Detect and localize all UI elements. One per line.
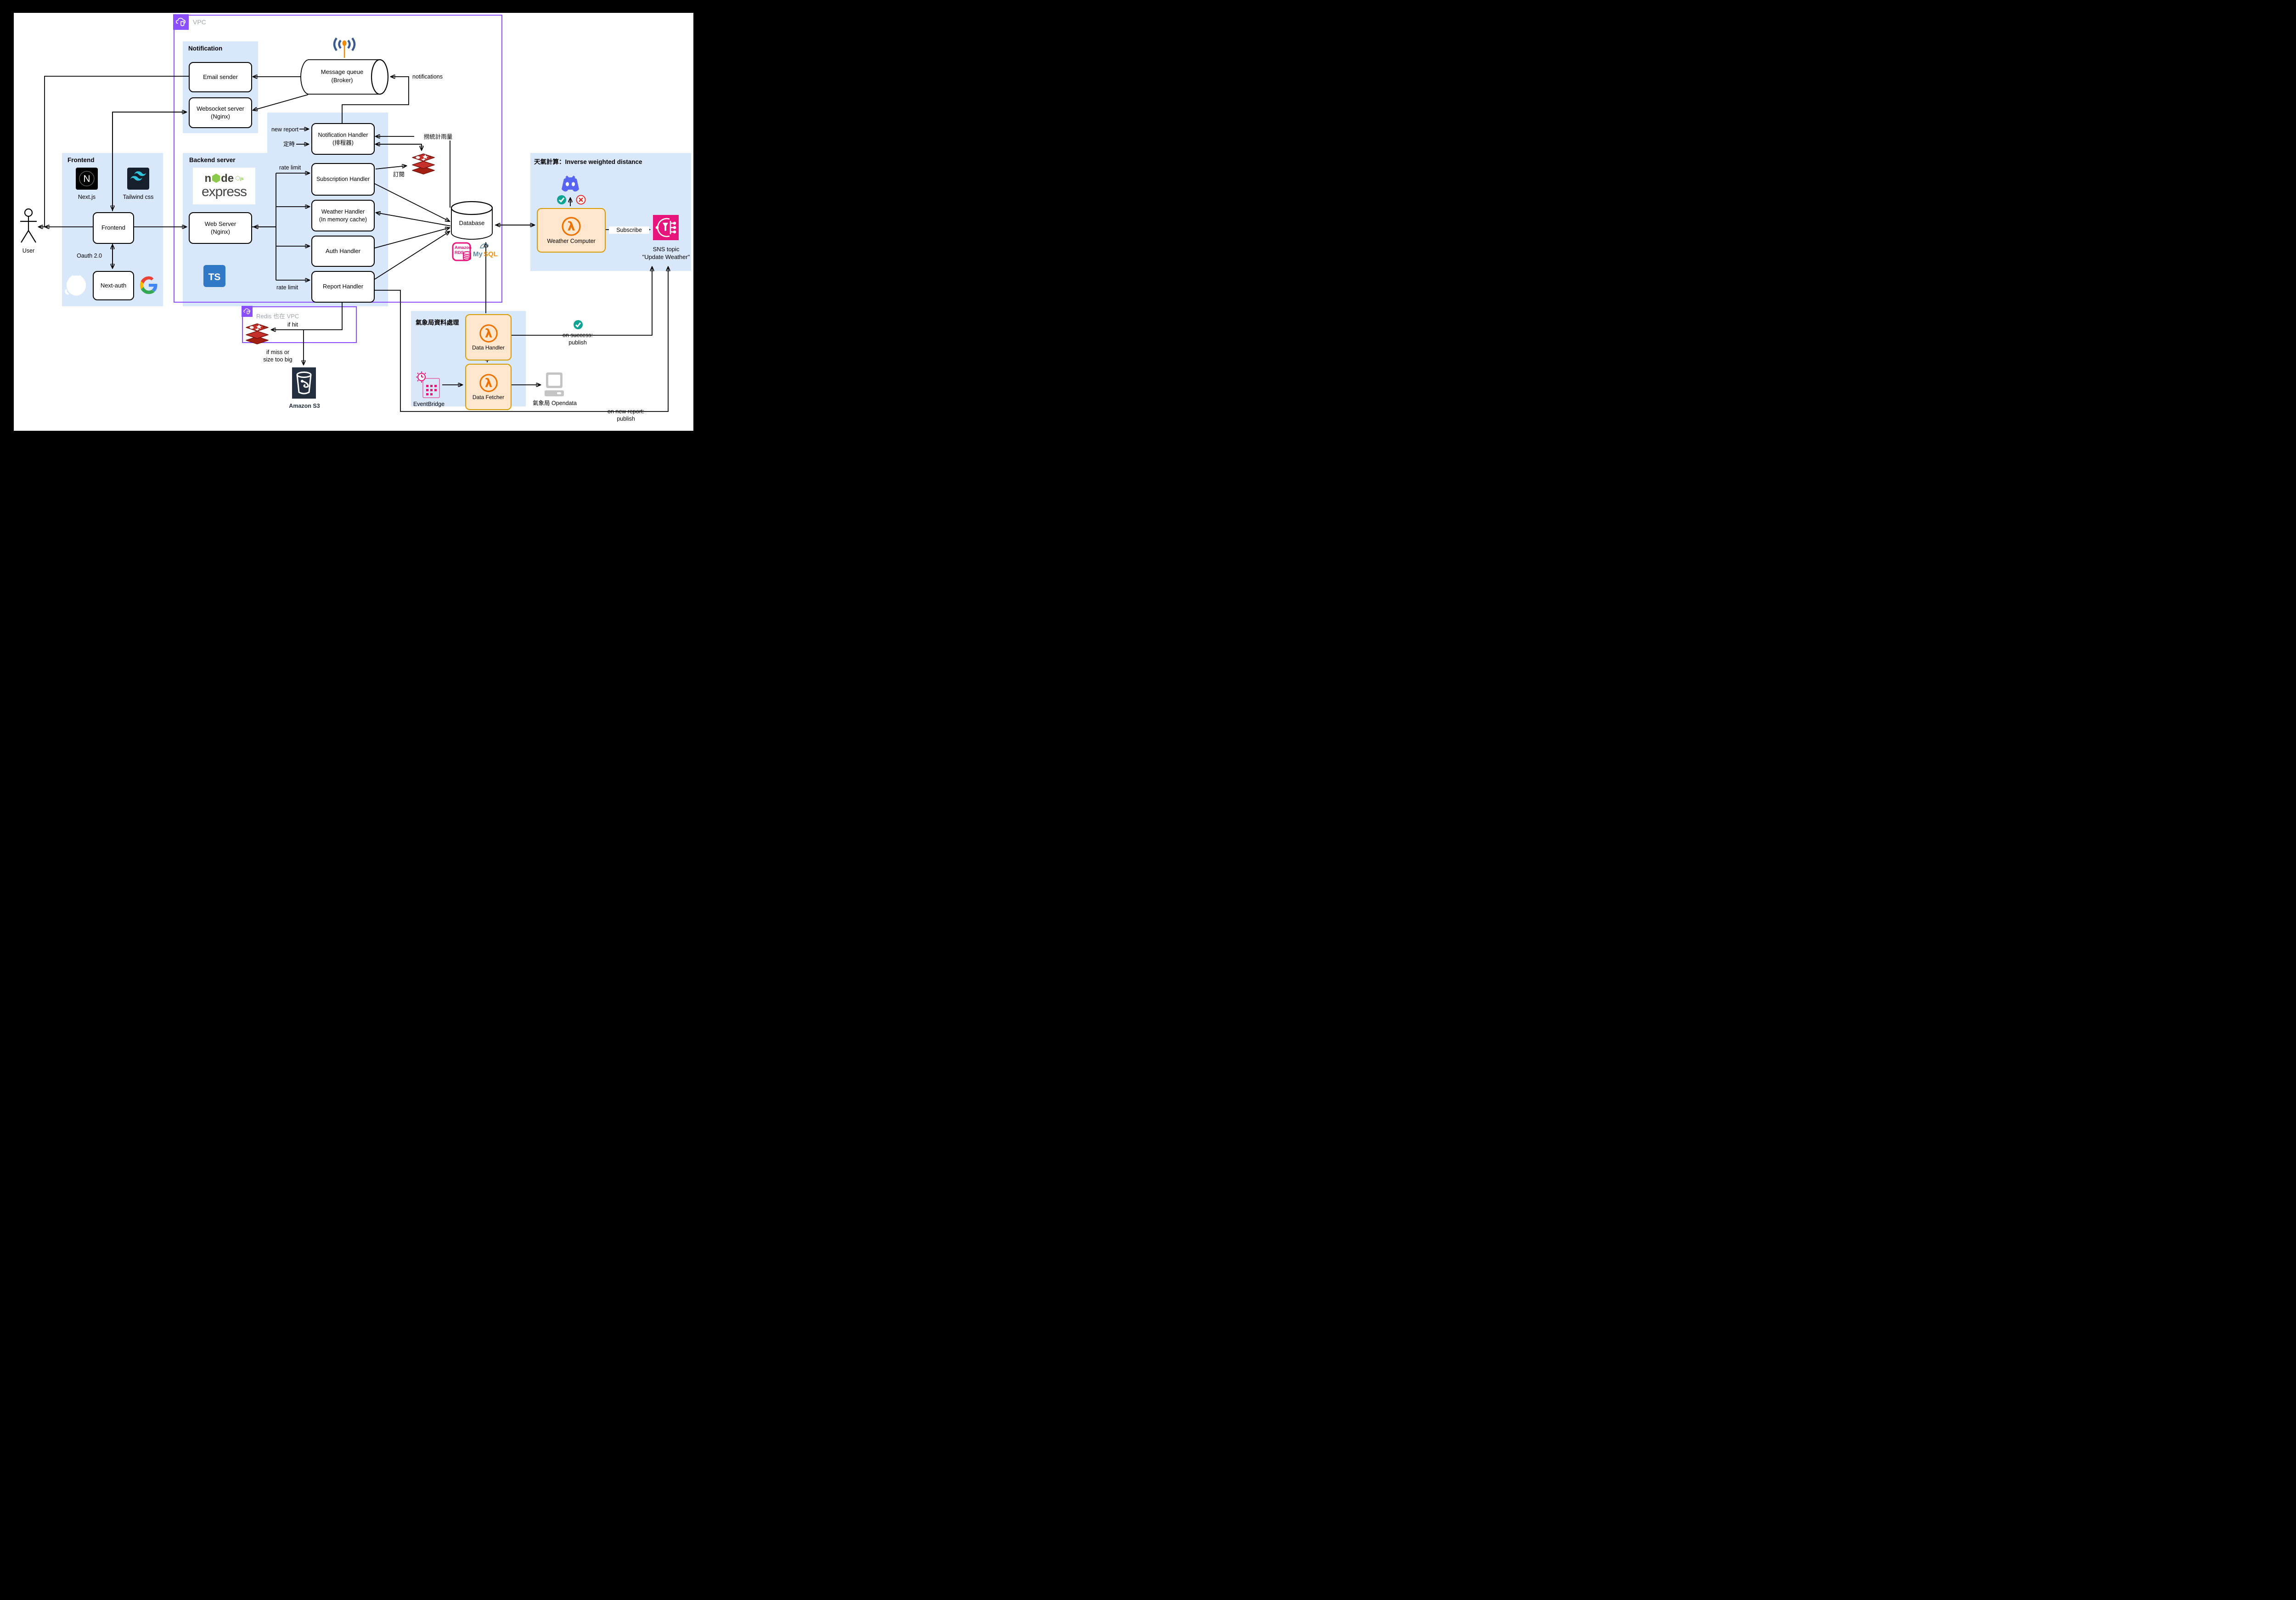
eventbridge-label: EventBridge <box>413 401 445 407</box>
user-actor-icon <box>17 208 39 245</box>
broadcast-antenna-icon <box>332 37 357 60</box>
opendata-label: 氣象局 Opendata <box>533 400 577 406</box>
lambda-icon: λ <box>479 324 498 343</box>
node-data-fetcher: λ Data Fetcher <box>465 364 512 410</box>
edge-label-subscribe: Subscribe <box>609 226 649 234</box>
node-report-handler: Report Handler <box>311 271 375 303</box>
redis-icon <box>244 321 270 347</box>
edge-label-timer: 定時 <box>283 141 295 147</box>
section-backend-title: Backend server <box>189 157 236 163</box>
lambda-icon: λ <box>562 216 581 236</box>
section-cwb-title: 氣象局資料處理 <box>416 319 459 326</box>
edge-label-on-new-report: on new report:publish <box>608 408 644 423</box>
node-auth-handler: Auth Handler <box>311 236 375 267</box>
svg-text:RDS: RDS <box>455 250 464 255</box>
amazon-rds-icon: Amazon RDS <box>452 242 473 261</box>
svg-text:SQL: SQL <box>484 250 498 258</box>
section-frontend-title: Frontend <box>68 157 95 163</box>
edge-label-rate-limit-bottom: rate limit <box>276 284 298 291</box>
section-weather-title: 天氣計算：Inverse weighted distance <box>534 158 642 165</box>
edge-label-oauth: Oauth 2.0 <box>77 253 102 259</box>
edge-label-new-report: new report <box>271 126 298 133</box>
node-frontend: Frontend <box>93 212 134 244</box>
node-express-logo: n⬢de ⬡js express <box>193 168 255 204</box>
sns-topic-label: SNS topic"Update Weather" <box>642 246 690 260</box>
redis-vpc-label: Redis 也在 VPC <box>256 313 299 320</box>
svg-text:My: My <box>473 250 483 258</box>
diagram-edges <box>0 59 707 412</box>
edge-label-notifications: notifications <box>412 73 443 80</box>
node-weather-handler: Weather Handler(In memory cache) <box>311 200 375 231</box>
opendata-computer-icon <box>543 372 565 398</box>
user-label: User <box>22 248 35 254</box>
github-icon <box>64 274 88 298</box>
success-check-icon <box>573 320 583 330</box>
nextjs-icon: N <box>76 168 98 190</box>
vpc-cloud-icon <box>173 14 189 30</box>
node-next-auth: Next-auth <box>93 271 134 300</box>
amazon-s3-label: Amazon S3 <box>289 403 320 409</box>
amazon-s3-icon <box>292 367 316 399</box>
node-database: Database <box>459 220 485 226</box>
vpc-label: VPC <box>193 18 206 26</box>
svg-text:N: N <box>83 174 90 184</box>
discord-icon <box>560 174 581 196</box>
edge-label-fetch-rain: 撈統計雨量 <box>414 133 462 141</box>
node-subscription-handler: Subscription Handler <box>311 163 375 196</box>
svg-text:Amazon: Amazon <box>455 245 472 250</box>
google-icon <box>139 276 158 295</box>
nextjs-label: Next.js <box>78 194 96 200</box>
diagram-stage: Notification Frontend Backend server 天氣計… <box>0 0 707 445</box>
svg-text:λ: λ <box>484 327 492 341</box>
section-notification-title: Notification <box>188 45 223 52</box>
lambda-icon: λ <box>479 374 498 392</box>
edge-label-subscribe-zh: 訂閱 <box>393 171 405 178</box>
redis-icon <box>410 151 437 177</box>
svg-text:λ: λ <box>567 220 575 234</box>
success-check-icon <box>557 195 567 205</box>
node-web-server: Web Server(Nginx) <box>189 212 252 244</box>
typescript-icon: TS <box>203 265 225 287</box>
node-email-sender: Email sender <box>189 62 252 92</box>
error-x-icon <box>576 195 586 205</box>
node-data-handler: λ Data Handler <box>465 314 512 361</box>
node-message-queue: Message queue(Broker) <box>321 68 364 84</box>
eventbridge-icon <box>416 371 442 400</box>
edge-label-on-success: on success:publish <box>562 332 593 346</box>
edge-label-rate-limit-top: rate limit <box>279 164 301 171</box>
database-cylinder <box>450 201 493 240</box>
edge-label-if-hit: if hit <box>287 321 298 328</box>
svg-text:λ: λ <box>484 377 492 390</box>
node-websocket-server: Websocket server(Nginx) <box>189 97 252 128</box>
mysql-icon: My SQL <box>471 242 499 259</box>
tailwind-icon <box>127 168 149 190</box>
redis-vpc-cloud-icon <box>242 306 253 317</box>
svg-text:TS: TS <box>208 272 221 282</box>
tailwind-label: Tailwind css <box>123 194 154 200</box>
node-notification-handler: Notification Handler(排程器) <box>311 123 375 155</box>
node-weather-computer: λ Weather Computer <box>537 208 606 253</box>
sns-topic-icon <box>653 215 679 240</box>
